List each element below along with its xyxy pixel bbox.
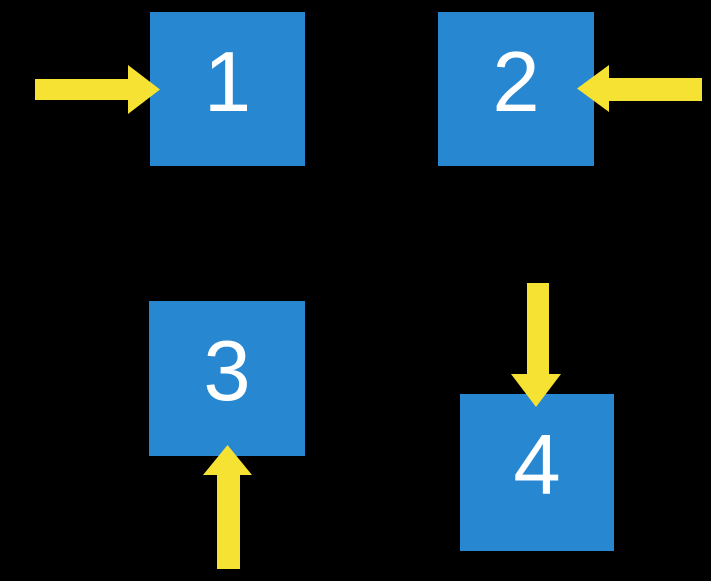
arrow-up-icon [203,445,252,569]
arrow-down-icon [511,283,561,407]
square-4: 4 [460,394,614,551]
square-3: 3 [149,301,305,456]
arrow-left-icon [577,65,702,112]
square-1-label: 1 [203,34,252,130]
square-1: 1 [150,12,305,166]
square-2-label: 2 [492,34,540,130]
square-3-label: 3 [203,324,251,419]
square-4-label: 4 [513,418,561,513]
arrow-right-icon [35,65,160,114]
square-2: 2 [438,12,594,166]
